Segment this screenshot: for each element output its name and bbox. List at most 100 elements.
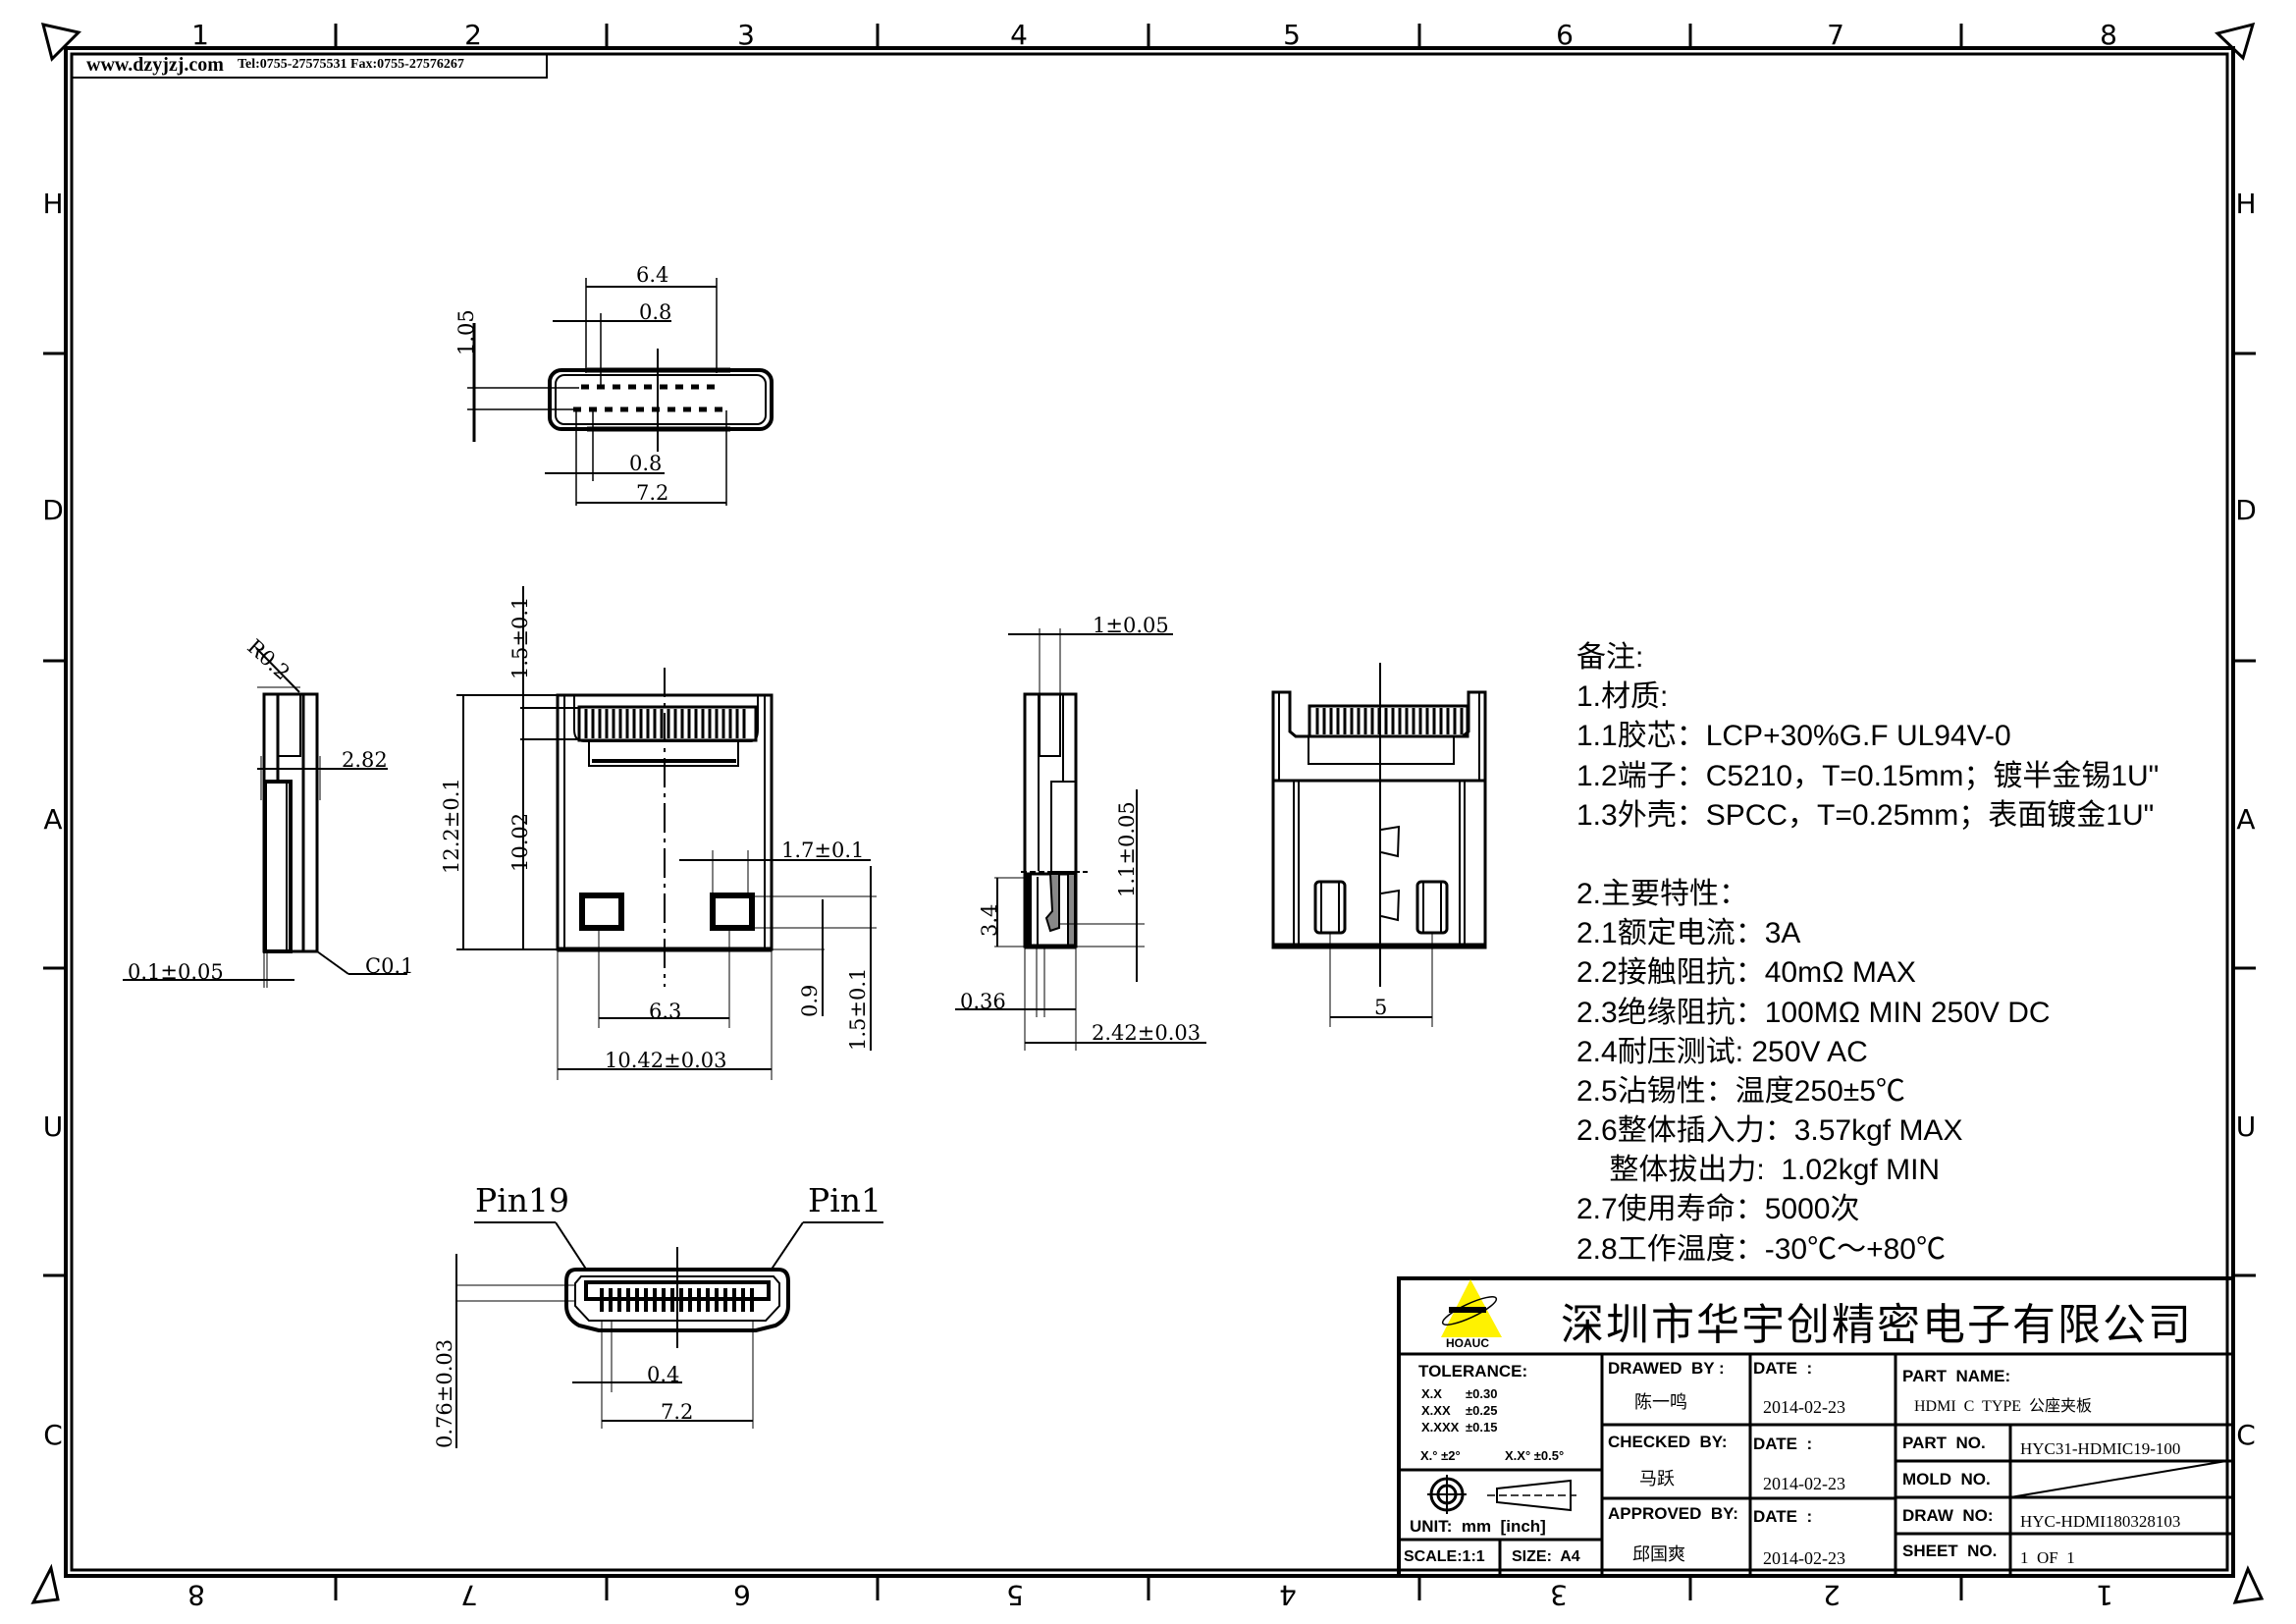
dim-gap: 0.1±0.05 bbox=[128, 960, 224, 984]
part-no-label: PART NO. bbox=[1902, 1434, 1986, 1452]
note-line: 2.2接触阻抗：40mΩ MAX bbox=[1576, 956, 1916, 990]
date-value-2: 2014-02-23 bbox=[1763, 1474, 1845, 1493]
dim-tip-offset: 1.1±0.05 bbox=[1115, 801, 1139, 897]
company-name: 深圳市华宇创精密电子有限公司 bbox=[1561, 1300, 2193, 1350]
notes-block: 备注: 1.材质: 1.1胶芯：LCP+30%G.F UL94V-0 1.2端子… bbox=[1576, 638, 2159, 1270]
dim-tab-height: 0.9 bbox=[798, 984, 822, 1017]
plug-face-view bbox=[455, 1221, 883, 1448]
tol-angle-1: X.° ±2° bbox=[1420, 1448, 1461, 1463]
size-label: SIZE: A4 bbox=[1512, 1548, 1580, 1565]
corner-arrow-br bbox=[2232, 1565, 2265, 1604]
left-zone-ticks bbox=[43, 352, 66, 1277]
zone-right-d: D bbox=[2235, 494, 2257, 526]
zone-right-a: A bbox=[2236, 803, 2256, 836]
zone-left-h: H bbox=[42, 188, 64, 220]
note-line: 2.主要特性： bbox=[1576, 877, 1749, 910]
dim-plug-pitch: 0.4 bbox=[647, 1363, 680, 1386]
logo-text: HOAUC bbox=[1446, 1336, 1489, 1350]
part-name-value: HDMI C TYPE 公座夹板 bbox=[1914, 1398, 2093, 1415]
date-value-3: 2014-02-23 bbox=[1763, 1548, 1845, 1568]
note-line: 1.2端子：C5210，T=0.15mm；镀半金锡1U" bbox=[1576, 759, 2160, 792]
note-line: 2.3绝缘阻抗：100MΩ MIN 250V DC bbox=[1576, 996, 2051, 1029]
zone-top-3: 3 bbox=[737, 19, 755, 51]
dim-wall: 0.36 bbox=[960, 990, 1006, 1013]
part-no-value: HYC31-HDMIC19-100 bbox=[2020, 1439, 2181, 1458]
sheet-no-value: 1 OF 1 bbox=[2020, 1548, 2075, 1567]
notes-title: 备注: bbox=[1576, 641, 1644, 674]
pin1-label: Pin1 bbox=[808, 1181, 882, 1219]
tol-key: X.XX bbox=[1421, 1403, 1451, 1418]
dim-top-view-6-4: 6.4 bbox=[636, 263, 669, 287]
zone-bottom-6: 6 bbox=[733, 1579, 751, 1611]
zone-bottom-2: 2 bbox=[1823, 1579, 1841, 1611]
header-bar: www.dzyjzj.com Tel:0755-27575531 Fax:075… bbox=[71, 53, 548, 79]
drawed-by-label: DRAWED BY : bbox=[1608, 1359, 1725, 1378]
dim-top-view-1-05: 1.05 bbox=[454, 309, 478, 355]
drawed-by-name: 陈一鸣 bbox=[1634, 1392, 1687, 1413]
note-line: 整体拔出力: 1.02kgf MIN bbox=[1576, 1154, 1941, 1187]
tolerance-label: TOLERANCE: bbox=[1418, 1362, 1528, 1380]
dim-rear-pitch: 5 bbox=[1374, 996, 1388, 1019]
contact-info: Tel:0755-27575531 Fax:0755-27576267 bbox=[237, 57, 464, 72]
zone-bottom-4: 4 bbox=[1279, 1579, 1297, 1611]
dim-tab-pitch: 6.3 bbox=[649, 1000, 682, 1023]
zone-top-4: 4 bbox=[1010, 19, 1028, 51]
zone-top-2: 2 bbox=[464, 19, 482, 51]
note-line: 2.5沾锡性：温度250±5℃ bbox=[1576, 1074, 1905, 1108]
note-line: 1.1胶芯：LCP+30%G.F UL94V-0 bbox=[1576, 720, 2011, 753]
pin19-label: Pin19 bbox=[475, 1181, 570, 1219]
dim-overall-height: 12.2±0.1 bbox=[440, 778, 463, 874]
projection-symbol bbox=[1427, 1475, 1576, 1514]
tol-val: ±0.25 bbox=[1466, 1403, 1498, 1418]
date-label-3: DATE : bbox=[1753, 1507, 1813, 1526]
sheet-no-label: SHEET NO. bbox=[1902, 1542, 1998, 1560]
corner-arrow-tr bbox=[2215, 22, 2256, 61]
tol-key: X.X bbox=[1421, 1386, 1442, 1401]
dim-overall-width: 10.42±0.03 bbox=[605, 1049, 727, 1072]
zone-bottom-3: 3 bbox=[1550, 1579, 1568, 1611]
tol-key: X.XXX bbox=[1421, 1420, 1460, 1435]
top-zone-ticks bbox=[334, 24, 1963, 48]
inner-frame bbox=[70, 52, 2229, 1572]
dim-top-view-7-2: 7.2 bbox=[636, 481, 669, 505]
left-side-view bbox=[123, 647, 407, 988]
dim-leg-length: 3.4 bbox=[978, 903, 1001, 937]
mold-no-label: MOLD NO. bbox=[1902, 1470, 1991, 1489]
tol-val: ±0.15 bbox=[1466, 1420, 1498, 1435]
note-line: 2.7使用寿命：5000次 bbox=[1576, 1193, 1860, 1226]
approved-by-name: 邱国爽 bbox=[1632, 1544, 1685, 1565]
date-value-1: 2014-02-23 bbox=[1763, 1397, 1845, 1417]
zone-bottom-7: 7 bbox=[460, 1579, 478, 1611]
rear-view bbox=[1271, 663, 1487, 1027]
dim-chamfer: C0.1 bbox=[365, 954, 414, 978]
dim-plug-height: 0.76±0.03 bbox=[433, 1338, 456, 1448]
zone-bottom-5: 5 bbox=[1006, 1579, 1024, 1611]
tol-angle-2: X.X° ±0.5° bbox=[1505, 1448, 1565, 1463]
zone-left-a: A bbox=[43, 803, 63, 836]
zone-right-h: H bbox=[2235, 188, 2257, 220]
dim-overall-thickness: 2.42±0.03 bbox=[1092, 1021, 1201, 1045]
right-side-view bbox=[955, 628, 1206, 1051]
dim-tab-bottom: 1.5±0.1 bbox=[846, 967, 870, 1051]
dim-2-82: 2.82 bbox=[342, 748, 388, 772]
dim-top-view-pitch-bottom: 0.8 bbox=[629, 452, 663, 475]
note-line: 2.8工作温度：-30℃～+80℃ bbox=[1576, 1232, 1946, 1266]
zone-bottom-8: 8 bbox=[187, 1579, 205, 1611]
zone-top-8: 8 bbox=[2100, 19, 2117, 51]
top-view bbox=[467, 278, 774, 506]
zone-top-5: 5 bbox=[1283, 19, 1301, 51]
note-line: 2.4耐压测试: 250V AC bbox=[1576, 1035, 1868, 1068]
checked-by-label: CHECKED BY: bbox=[1608, 1433, 1728, 1451]
dim-plug-width: 7.2 bbox=[661, 1400, 694, 1424]
note-line: 2.6整体插入力：3.57kgf MAX bbox=[1576, 1114, 1963, 1148]
approved-by-label: APPROVED BY: bbox=[1608, 1504, 1738, 1523]
dim-top-view-pitch-top: 0.8 bbox=[639, 300, 672, 324]
corner-arrow-bl bbox=[30, 1563, 60, 1604]
dim-body-height: 10.02 bbox=[508, 812, 532, 872]
bottom-zone-ticks bbox=[334, 1576, 1963, 1600]
zone-top-6: 6 bbox=[1556, 19, 1574, 51]
draw-no-label: DRAW NO: bbox=[1902, 1506, 1994, 1525]
zone-left-d: D bbox=[42, 494, 64, 526]
note-line: 1.3外壳：SPCC，T=0.25mm；表面镀金1U" bbox=[1576, 798, 2155, 832]
